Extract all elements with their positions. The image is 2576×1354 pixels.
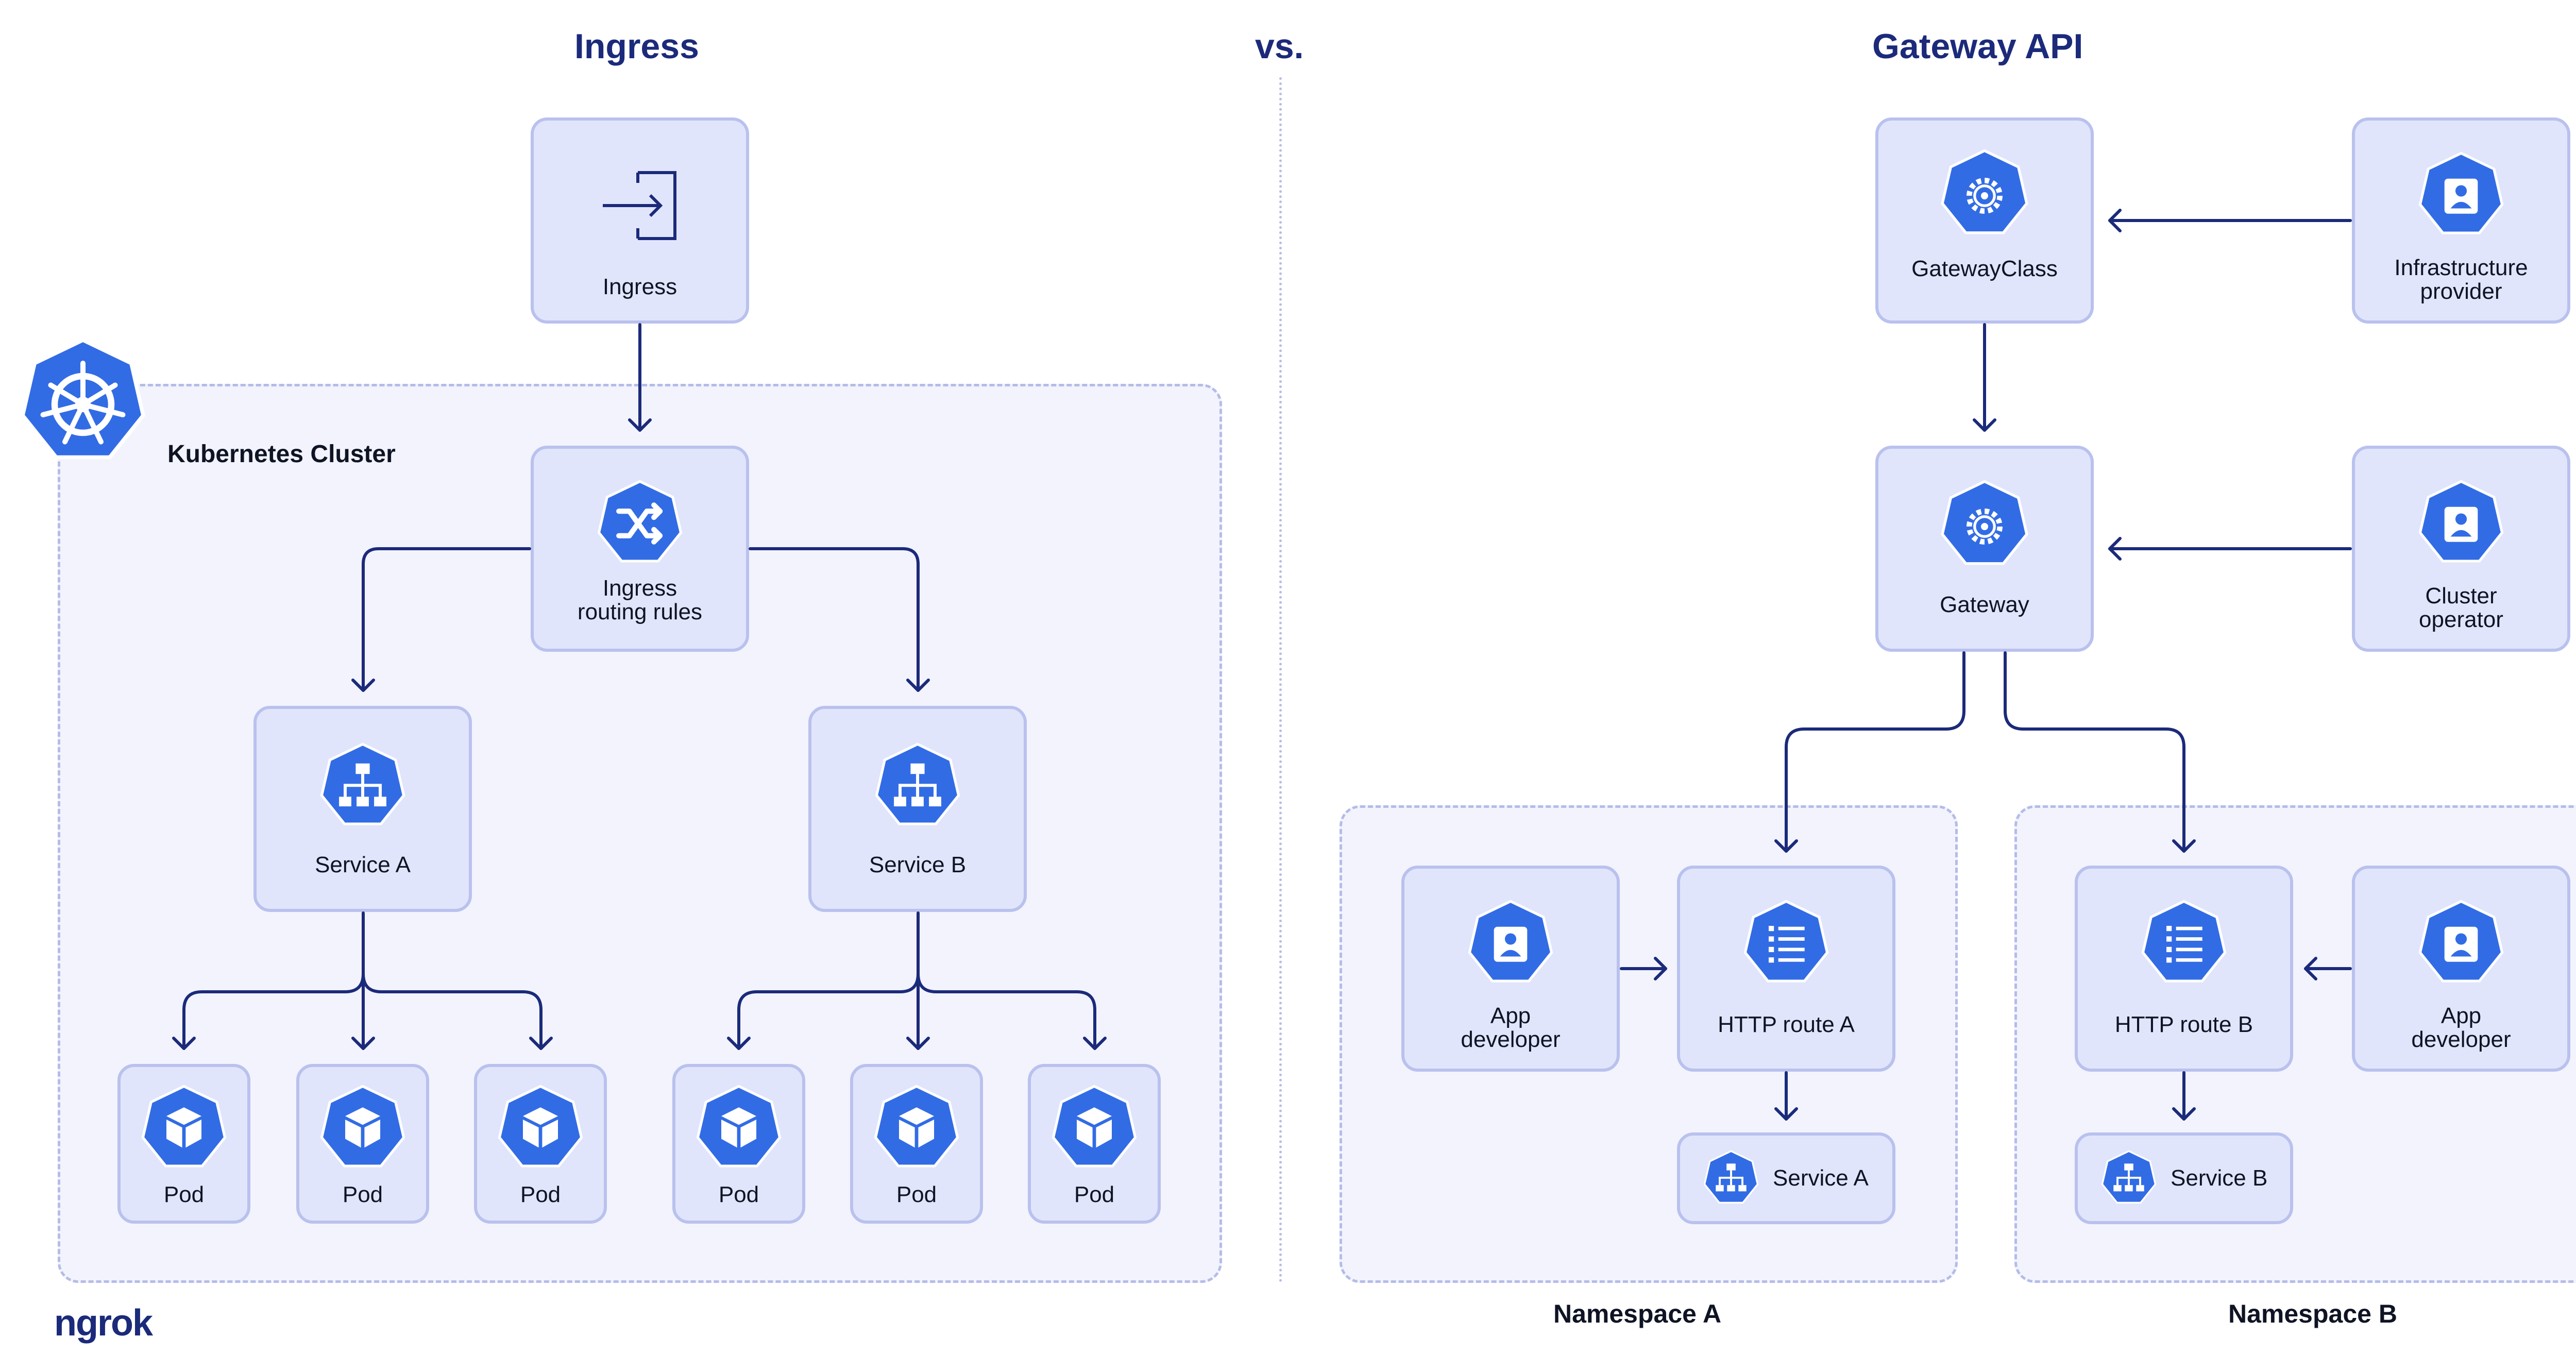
app-developer-b-label-line1: App — [2441, 1003, 2482, 1028]
http-route-a-label: HTTP route A — [1718, 1012, 1855, 1037]
pod-node: Pod — [850, 1064, 983, 1224]
gateway-api-title: Gateway API — [1872, 27, 2083, 66]
kubernetes-cluster-label: Kubernetes Cluster — [167, 441, 396, 468]
service-b-small-node: Service B — [2075, 1132, 2293, 1224]
helm-wheel-icon — [20, 337, 146, 460]
pod-label: Pod — [163, 1182, 205, 1207]
ingress-node: Ingress — [531, 117, 749, 324]
app-developer-a-node: App developer — [1401, 866, 1620, 1072]
list-icon — [1742, 900, 1830, 987]
app-developer-b-node: App developer — [2352, 866, 2570, 1072]
namespace-b-caption: Namespace B — [2228, 1299, 2397, 1328]
infrastructure-provider-label-line2: provider — [2420, 279, 2502, 304]
pod-cube-icon — [319, 1085, 406, 1172]
infrastructure-provider-label-line1: Infrastructure — [2394, 255, 2528, 280]
http-route-b-node: HTTP route B — [2075, 866, 2293, 1072]
arrow-operator-to-gateway — [2108, 537, 2352, 561]
app-developer-b-label-line2: developer — [2411, 1027, 2511, 1052]
gear-icon — [1940, 149, 2030, 239]
cluster-operator-label-line1: Cluster — [2425, 583, 2497, 608]
service-a-label: Service A — [315, 852, 411, 877]
pod-label: Pod — [896, 1182, 937, 1207]
cluster-operator-node: Cluster operator — [2352, 446, 2570, 652]
kubernetes-logo — [19, 337, 147, 466]
service-hierarchy-icon — [1703, 1150, 1759, 1207]
ingress-node-label: Ingress — [602, 274, 677, 299]
shuffle-icon — [596, 480, 684, 567]
http-route-a-node: HTTP route A — [1677, 866, 1895, 1072]
app-developer-a-label-line1: App — [1490, 1003, 1531, 1028]
pod-label: Pod — [520, 1182, 561, 1207]
service-a-small-label: Service A — [1773, 1165, 1869, 1191]
gear-icon — [1940, 480, 2030, 570]
service-b-small-label: Service B — [2171, 1165, 2268, 1191]
app-developer-a-label-line2: developer — [1461, 1027, 1561, 1052]
infrastructure-provider-node: Infrastructure provider — [2352, 117, 2570, 324]
pod-node: Pod — [117, 1064, 250, 1224]
user-badge-icon — [2417, 151, 2505, 239]
vs-title: vs. — [1255, 27, 1304, 66]
user-badge-icon — [1467, 900, 1554, 987]
user-badge-icon — [2417, 480, 2505, 567]
routing-rules-label-line1: Ingress — [602, 576, 677, 601]
pod-node: Pod — [474, 1064, 607, 1224]
service-hierarchy-icon — [874, 742, 961, 830]
pod-node: Pod — [1028, 1064, 1161, 1224]
http-route-b-label: HTTP route B — [2114, 1012, 2253, 1037]
pod-cube-icon — [873, 1085, 960, 1172]
pod-label: Pod — [342, 1182, 383, 1207]
pod-node: Pod — [672, 1064, 805, 1224]
pod-cube-icon — [1050, 1085, 1138, 1172]
pod-label: Pod — [718, 1182, 759, 1207]
namespace-a-caption: Namespace A — [1553, 1299, 1722, 1328]
service-hierarchy-icon — [319, 742, 406, 830]
arrow-provider-to-gatewayclass — [2108, 209, 2352, 232]
arrow-gatewayclass-to-gateway — [1973, 323, 1996, 432]
gatewayclass-label: GatewayClass — [1911, 256, 2058, 281]
ngrok-logo: ngrok — [54, 1302, 153, 1344]
list-icon — [2140, 900, 2228, 987]
pod-label: Pod — [1074, 1182, 1115, 1207]
ingress-title: Ingress — [574, 27, 699, 66]
pod-cube-icon — [497, 1085, 584, 1172]
ingress-routing-rules-node: Ingress routing rules — [531, 446, 749, 652]
service-a-node: Service A — [253, 706, 472, 912]
routing-rules-label-line2: routing rules — [577, 599, 703, 624]
center-divider — [1279, 77, 1282, 1283]
user-badge-icon — [2417, 900, 2505, 987]
service-b-label: Service B — [869, 852, 967, 877]
cluster-operator-label-line2: operator — [2419, 607, 2503, 632]
service-a-small-node: Service A — [1677, 1132, 1895, 1224]
pod-node: Pod — [296, 1064, 429, 1224]
enter-arrow-icon — [588, 154, 691, 257]
gateway-node: Gateway — [1875, 446, 2094, 652]
service-hierarchy-icon — [2100, 1150, 2157, 1207]
gateway-label: Gateway — [1940, 592, 2029, 617]
service-b-node: Service B — [808, 706, 1027, 912]
pod-cube-icon — [140, 1085, 228, 1172]
pod-cube-icon — [695, 1085, 783, 1172]
gatewayclass-node: GatewayClass — [1875, 117, 2094, 324]
